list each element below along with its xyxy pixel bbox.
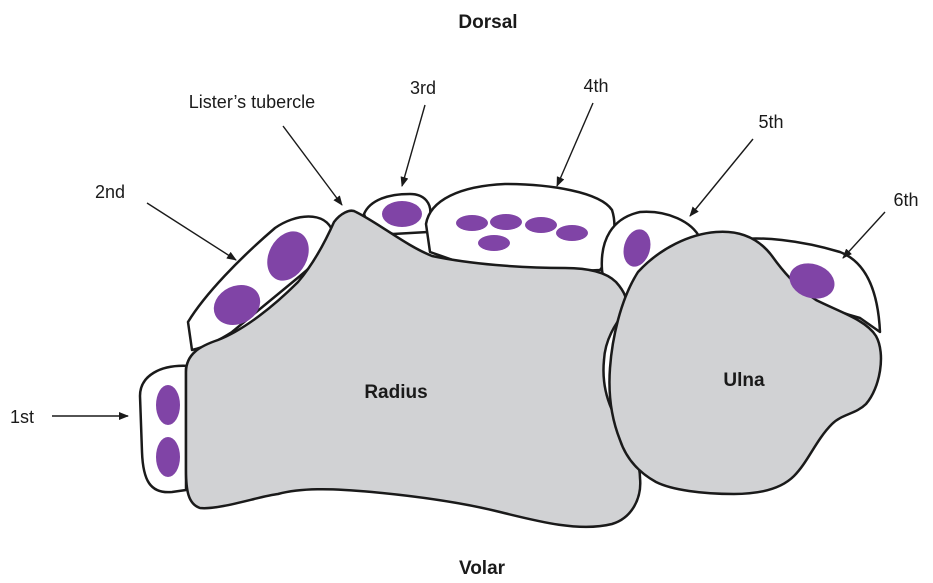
compartment-6-label: 6th: [893, 190, 918, 210]
compartment-4-label: 4th: [583, 76, 608, 96]
compartment-2-label: 2nd: [95, 182, 125, 202]
dorsal-label: Dorsal: [458, 12, 517, 33]
volar-label: Volar: [459, 558, 506, 579]
arrow-3rd: [402, 105, 425, 186]
compartment-5-label: 5th: [758, 112, 783, 132]
tendon-4e: [478, 235, 510, 251]
tendon-1a: [156, 385, 180, 425]
compartment-4: [426, 184, 614, 272]
compartment-3-label: 3rd: [410, 78, 436, 98]
radius-label: Radius: [364, 382, 427, 403]
tendon-3: [382, 201, 422, 227]
tendon-4a: [456, 215, 488, 231]
tendon-4d: [556, 225, 588, 241]
compartment-1-label: 1st: [10, 407, 34, 427]
arrow-4th: [557, 103, 593, 186]
ulna-label: Ulna: [723, 370, 765, 391]
arrow-6th: [843, 212, 885, 258]
tendon-1b: [156, 437, 180, 477]
listers-tubercle-label: Lister’s tubercle: [189, 92, 315, 112]
tendon-4c: [525, 217, 557, 233]
arrow-listers-tubercle: [283, 126, 342, 205]
arrow-5th: [690, 139, 753, 216]
tendon-4b: [490, 214, 522, 230]
arrow-2nd: [147, 203, 236, 260]
